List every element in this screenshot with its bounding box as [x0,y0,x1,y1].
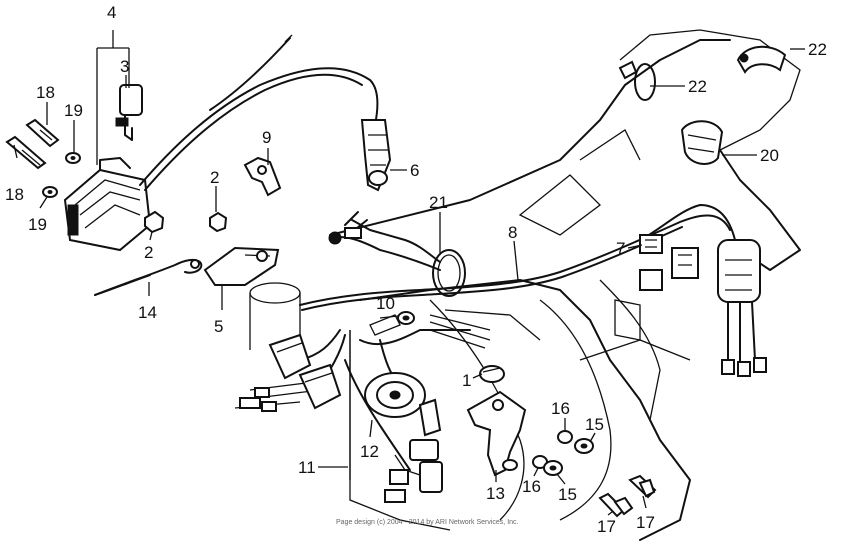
callout-21: 21 [429,193,448,212]
nut-2-left [144,210,165,234]
callout-18-lower: 18 [5,185,24,204]
callout-17-right: 17 [636,513,655,532]
callout-labels: 4 3 18 19 18 19 9 2 2 6 14 5 21 8 7 10 2… [5,3,827,536]
high-tension-lead [139,34,379,191]
callout-16-lower: 16 [522,477,541,496]
bolt-18-upper [25,118,60,148]
bolt-18-lower [5,135,47,170]
washer-19-upper [65,152,81,164]
bracket-13 [466,390,527,477]
callout-17-left: 17 [597,517,616,536]
nut-16-upper [557,430,573,444]
clamp-9 [243,156,282,197]
connector-7 [639,234,699,291]
callout-22-middle: 22 [688,77,707,96]
bracket-5 [203,246,280,286]
callout-8: 8 [508,223,517,242]
callout-3: 3 [120,57,129,76]
ignition-coil-assembly [63,157,152,252]
callout-20: 20 [760,146,779,165]
washer-15-upper [574,438,594,454]
grommet-10 [369,311,415,336]
grommet-1 [479,365,505,383]
callout-4: 4 [107,3,116,22]
callout-19-upper: 19 [64,101,83,120]
callout-14: 14 [138,303,157,322]
callout-2-left: 2 [144,243,153,262]
callout-11: 11 [298,458,316,477]
callout-6: 6 [410,161,419,180]
callout-19-lower: 19 [28,215,47,234]
wire-band-14 [94,258,203,296]
band-22-upper [736,45,787,74]
wire-harness [234,204,736,471]
connector-plugs-left [239,387,277,412]
callout-1: 1 [462,371,471,390]
nut-2-right [209,211,228,233]
callout-12: 12 [360,442,379,461]
bolt-17-right [628,474,657,499]
callout-10: 10 [376,294,395,313]
relay-cluster [717,239,767,377]
frame-body [249,29,801,541]
callout-15-upper: 15 [585,415,604,434]
callout-13: 13 [486,484,505,503]
bolt-17-left [598,492,634,518]
callout-9: 9 [262,128,271,147]
washer-19-lower [42,186,58,198]
callout-15-lower: 15 [558,485,577,504]
callout-7: 7 [616,239,625,258]
harness-loop-21 [432,249,466,297]
callout-22-upper: 22 [808,40,827,59]
callout-18-upper: 18 [36,83,55,102]
band-22-middle [618,60,656,101]
callout-5: 5 [214,317,223,336]
connector-block-left [268,333,342,410]
connector-upper-left [328,211,368,245]
spark-plug-cap [360,119,392,192]
ignition-switch-12 [364,372,443,503]
copyright-footer: Page design (c) 2004 - 2014 by ARI Netwo… [336,519,519,526]
washer-15-lower [543,460,563,476]
callout-16-upper: 16 [551,399,570,418]
callout-2-right: 2 [210,168,219,187]
condenser [115,84,143,141]
leader-lines [13,30,805,516]
band-20 [680,120,724,165]
